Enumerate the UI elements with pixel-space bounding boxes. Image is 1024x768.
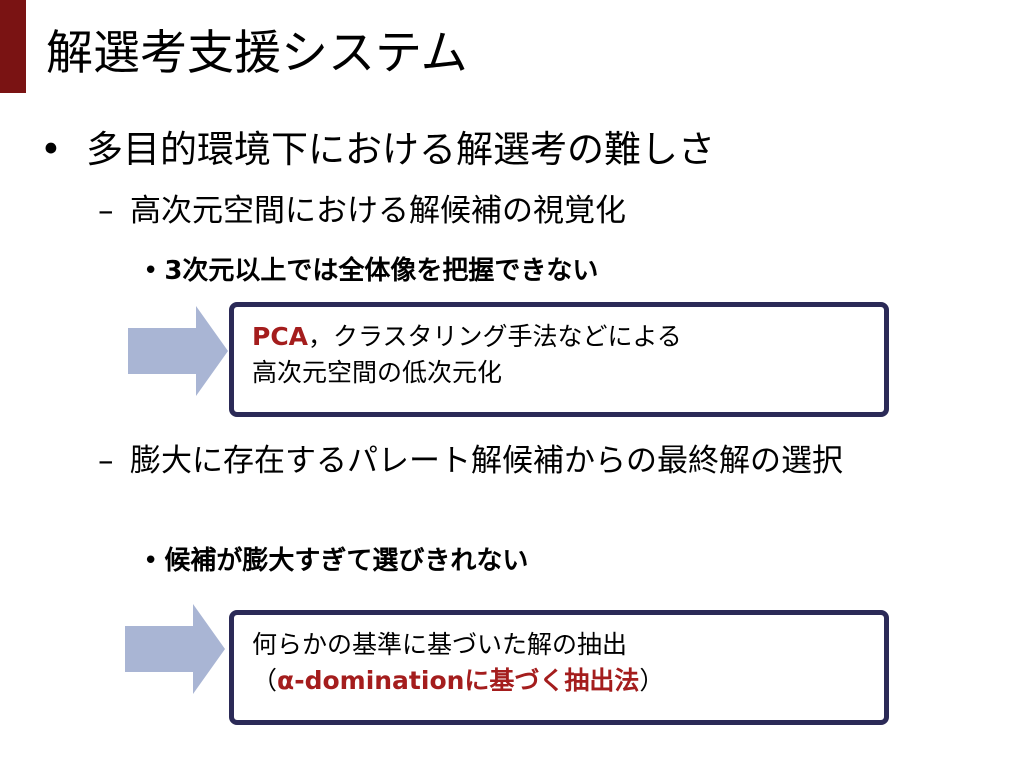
bullet-1-text: 多目的環境下における解選考の難しさ xyxy=(86,128,715,171)
sub-bullet-1: – 高次元空間における解候補の視覚化 xyxy=(98,190,960,232)
callout-1-line-1: PCA，クラスタリング手法などによる xyxy=(252,319,866,355)
callout-2-line-1: 何らかの基準に基づいた解の抽出 xyxy=(252,630,628,659)
point-1-text: 3次元以上では全体像を把握できない xyxy=(164,256,599,286)
callout-2-open-paren: （ xyxy=(252,666,278,695)
point-2: •候補が膨大すぎて選びきれない xyxy=(143,540,528,577)
sub-bullet-1-marker: – xyxy=(98,193,114,229)
point-2-text: 候補が膨大すぎて選びきれない xyxy=(164,546,529,576)
sub-bullet-2: – 膨大に存在するパレート解候補からの最終解の選択 xyxy=(98,440,960,482)
callout-2-close-paren: ） xyxy=(639,666,665,695)
sub-bullet-2-marker: – xyxy=(98,443,114,479)
point-1: •3次元以上では全体像を把握できない xyxy=(143,250,598,287)
right-arrow-icon xyxy=(125,604,225,694)
sub-bullet-2-text: 膨大に存在するパレート解候補からの最終解の選択 xyxy=(130,443,843,479)
title-accent-bar xyxy=(0,0,26,93)
callout-1-highlight: PCA xyxy=(252,322,309,351)
point-1-marker: • xyxy=(143,256,159,286)
callout-box-1: PCA，クラスタリング手法などによる 高次元空間の低次元化 xyxy=(229,302,889,417)
point-2-marker: • xyxy=(143,546,159,576)
bullet-1-marker: • xyxy=(40,128,62,171)
slide-title: 解選考支援システム xyxy=(46,26,468,81)
sub-bullet-1-text: 高次元空間における解候補の視覚化 xyxy=(130,193,626,229)
callout-2-highlight: α-dominationに基づく抽出法 xyxy=(277,666,640,695)
callout-1-line-1-text: ，クラスタリング手法などによる xyxy=(308,322,682,351)
right-arrow-icon xyxy=(128,306,228,396)
callout-2-line-2: （α-dominationに基づく抽出法） xyxy=(252,663,866,699)
callout-box-2: 何らかの基準に基づいた解の抽出 （α-dominationに基づく抽出法） xyxy=(229,610,889,725)
bullet-1: • 多目的環境下における解選考の難しさ xyxy=(40,128,715,172)
callout-1-line-2: 高次元空間の低次元化 xyxy=(252,358,503,387)
